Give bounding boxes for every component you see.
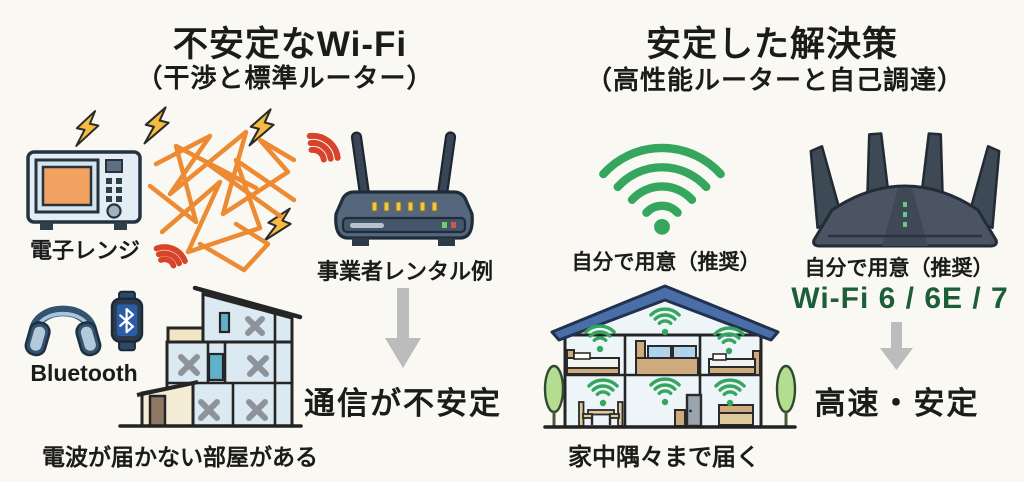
microwave-label: 電子レンジ [29, 238, 141, 263]
wifi-standards-text: Wi-Fi 6 / 6E / 7 [791, 282, 1009, 315]
lightning-bolt-icon [242, 105, 284, 152]
left-title: 不安定なWi-Fi [172, 25, 408, 64]
interference-tangle-icon [147, 124, 298, 274]
green-wifi-label: 自分で用意（推奨） [571, 251, 761, 274]
dead-zone-house-label: 電波が届かない部屋がある [42, 444, 318, 470]
dead-zone-house-icon [113, 282, 328, 434]
bluetooth-label: Bluetooth [30, 360, 138, 386]
lightning-bolt-icon [137, 103, 179, 150]
right-title: 安定した解決策 [645, 25, 899, 64]
coverage-house-icon [543, 283, 797, 433]
down-arrow-right [879, 322, 915, 372]
red-signal-icon [140, 235, 196, 288]
rental-router-icon [330, 128, 478, 254]
headphones-icon [23, 288, 103, 360]
right-subtitle: （高性能ルーターと自己調達） [585, 65, 965, 95]
smartwatch-bluetooth-icon [108, 287, 146, 355]
coverage-house-label: 家中隅々まで届く [568, 444, 760, 471]
microwave-icon [26, 150, 144, 234]
green-wifi-icon [566, 126, 758, 240]
rental-router-label: 事業者レンタル例 [316, 259, 494, 284]
lightning-bolt-icon [69, 107, 106, 150]
left-subtitle: （干渉と標準ルーター） [136, 63, 434, 93]
left-result: 通信が不安定 [304, 386, 502, 421]
red-signal-icon [286, 121, 351, 185]
high-performance-router-icon [798, 118, 1012, 252]
high-performance-router-label: 自分で用意（推奨） [804, 257, 994, 280]
down-arrow-left [383, 288, 423, 370]
right-result: 高速・安定 [814, 386, 980, 421]
